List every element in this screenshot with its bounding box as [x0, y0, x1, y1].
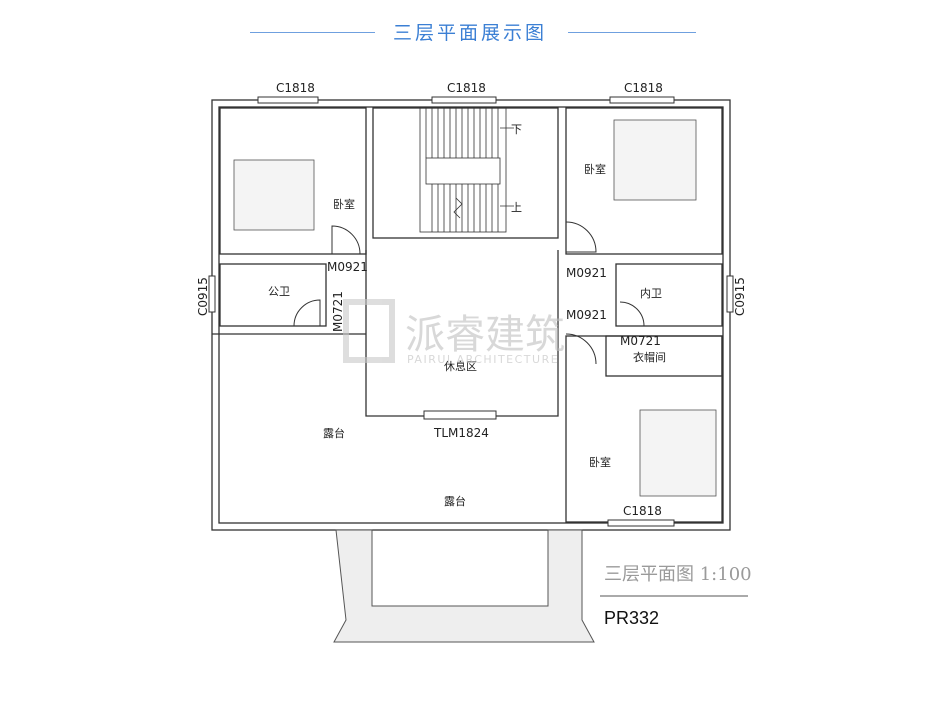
page-title: 三层平面展示图 [392, 22, 547, 44]
stair-break-line [453, 197, 463, 219]
label-c1818-top-mid: C1818 [447, 81, 486, 95]
room-lounge: 休息区 [444, 359, 477, 373]
bedroom-right-top-outline [565, 107, 723, 255]
label-c0915-right: C0915 [733, 277, 747, 316]
stair-body [419, 107, 507, 233]
stair-landing-rail [425, 157, 501, 185]
room-bedroom-left: 卧室 [333, 197, 355, 211]
stair-hall-outline [372, 107, 559, 239]
label-tlm1824: TLM1824 [433, 426, 489, 440]
title-rule-right [568, 32, 696, 33]
sliding-door-tlm1824 [423, 410, 497, 420]
door-swing-m0721-right [619, 301, 645, 327]
window-c1818-top-mid [431, 96, 497, 104]
room-public-bath: 公卫 [268, 285, 290, 298]
bed-left [233, 159, 315, 231]
door-swing-m0721-left [293, 299, 321, 327]
door-swing-m0921-right-mid [565, 333, 597, 365]
watermark-brand: 派睿建筑 [405, 312, 565, 358]
label-m0921-right-mid: M0921 [566, 308, 607, 322]
inner-wall [218, 106, 724, 524]
label-m0721-right: M0721 [620, 334, 661, 348]
window-c1818-top-left [257, 96, 319, 104]
project-code: PR332 [604, 608, 659, 628]
stair-arrows [500, 127, 514, 207]
room-terrace-center: 露台 [444, 494, 466, 508]
watermark-sub: PAIRUI ARCHITECTURE [407, 353, 559, 366]
label-m0721-left: M0721 [331, 291, 345, 332]
door-swing-m0921-left [331, 225, 361, 255]
bed-right-bottom [639, 409, 717, 497]
window-c1818-top-right [609, 96, 675, 104]
watermark-logo-icon [343, 299, 395, 363]
terrace-parapet [333, 529, 595, 643]
bedroom-left-outline [219, 107, 367, 255]
watermark: 派睿建筑 PAIRUI ARCHITECTURE [343, 299, 565, 366]
public-bath-outline [219, 263, 327, 327]
window-c1818-bottom-right [607, 519, 675, 527]
inner-bath-outline [615, 263, 723, 327]
label-c1818-top-right: C1818 [624, 81, 663, 95]
door-swing-m0921-right-top [565, 221, 597, 253]
room-closet: 衣帽间 [633, 350, 666, 364]
title-rule-left [250, 32, 375, 33]
stair-treads-upper [425, 108, 499, 158]
label-c1818-bottom-right: C1818 [623, 504, 662, 518]
label-m0921-left: M0921 [327, 260, 368, 274]
window-c0915-right [726, 275, 734, 313]
label-c1818-top-left: C1818 [276, 81, 315, 95]
stair-label-down: 下 [511, 123, 522, 136]
stair-label-up: 上 [511, 201, 522, 214]
room-terrace-left: 露台 [323, 426, 345, 440]
room-inner-bath: 内卫 [640, 286, 662, 300]
room-bedroom-right-top: 卧室 [584, 162, 606, 176]
bed-right-top [613, 119, 697, 201]
stair-treads-lower [431, 184, 499, 232]
label-m0921-right-top: M0921 [566, 266, 607, 280]
room-bedroom-right-bottom: 卧室 [589, 455, 611, 469]
label-c0915-left: C0915 [196, 277, 210, 316]
window-c0915-left [208, 275, 216, 313]
drawing-scale-label: 三层平面图 1:100 [604, 564, 752, 585]
